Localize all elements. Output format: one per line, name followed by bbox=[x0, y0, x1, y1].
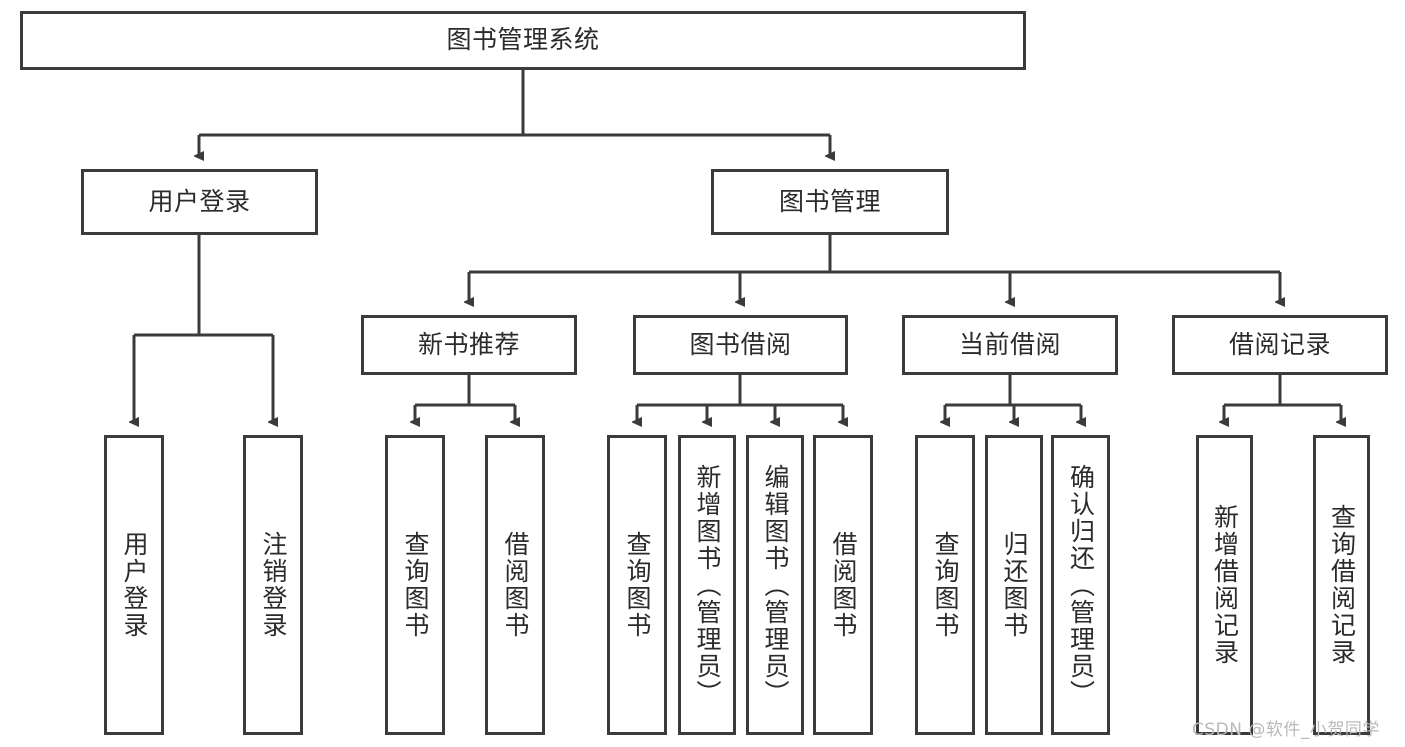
node-root-label: 图书管理系统 bbox=[446, 25, 600, 55]
node-book-manage[interactable]: 图书管理 bbox=[711, 169, 949, 235]
node-leaf-query-book-c[interactable]: 查询图书 bbox=[915, 435, 975, 735]
node-borrow-record-label: 借阅记录 bbox=[1228, 329, 1331, 359]
node-leaf-query-book-c-label: 查询图书 bbox=[931, 531, 960, 639]
watermark: CSDN @软件_小贺同学 bbox=[1192, 720, 1380, 740]
node-leaf-query-record[interactable]: 查询借阅记录 bbox=[1313, 435, 1370, 735]
node-current-borrow[interactable]: 当前借阅 bbox=[902, 315, 1118, 375]
node-leaf-borrow-book-b[interactable]: 借阅图书 bbox=[813, 435, 873, 735]
node-leaf-query-book-b[interactable]: 查询图书 bbox=[607, 435, 667, 735]
node-user-login-label: 用户登录 bbox=[148, 186, 251, 216]
node-leaf-add-book[interactable]: 新增图书（管理员） bbox=[678, 435, 736, 735]
node-leaf-add-record-label: 新增借阅记录 bbox=[1210, 504, 1240, 666]
node-new-book-rec-label: 新书推荐 bbox=[417, 329, 520, 359]
node-leaf-edit-book[interactable]: 编辑图书（管理员） bbox=[746, 435, 804, 735]
node-leaf-return-book[interactable]: 归还图书 bbox=[985, 435, 1043, 735]
node-leaf-edit-book-label: 编辑图书（管理员） bbox=[761, 463, 790, 707]
node-new-book-rec[interactable]: 新书推荐 bbox=[361, 315, 577, 375]
node-current-borrow-label: 当前借阅 bbox=[958, 329, 1061, 359]
node-leaf-return-book-label: 归还图书 bbox=[1000, 531, 1029, 639]
node-leaf-user-login[interactable]: 用户登录 bbox=[104, 435, 164, 735]
node-leaf-borrow-book-b-label: 借阅图书 bbox=[829, 531, 858, 639]
node-leaf-logout[interactable]: 注销登录 bbox=[243, 435, 303, 735]
node-book-manage-label: 图书管理 bbox=[778, 186, 881, 216]
node-leaf-logout-label: 注销登录 bbox=[259, 531, 288, 639]
node-leaf-query-record-label: 查询借阅记录 bbox=[1327, 504, 1357, 666]
node-leaf-borrow-book-rec[interactable]: 借阅图书 bbox=[485, 435, 545, 735]
node-leaf-confirm-return-label: 确认归还（管理员） bbox=[1066, 463, 1096, 707]
node-leaf-query-book-rec[interactable]: 查询图书 bbox=[385, 435, 445, 735]
node-leaf-user-login-label: 用户登录 bbox=[120, 531, 149, 639]
node-leaf-add-record[interactable]: 新增借阅记录 bbox=[1196, 435, 1253, 735]
node-book-borrow[interactable]: 图书借阅 bbox=[633, 315, 848, 375]
node-leaf-confirm-return[interactable]: 确认归还（管理员） bbox=[1051, 435, 1110, 735]
node-leaf-borrow-book-rec-label: 借阅图书 bbox=[501, 531, 530, 639]
node-leaf-query-book-rec-label: 查询图书 bbox=[401, 531, 430, 639]
node-user-login[interactable]: 用户登录 bbox=[81, 169, 318, 235]
node-borrow-record[interactable]: 借阅记录 bbox=[1172, 315, 1388, 375]
node-leaf-add-book-label: 新增图书（管理员） bbox=[693, 463, 722, 707]
node-leaf-query-book-b-label: 查询图书 bbox=[623, 531, 652, 639]
node-root[interactable]: 图书管理系统 bbox=[20, 11, 1026, 70]
node-book-borrow-label: 图书借阅 bbox=[689, 329, 792, 359]
